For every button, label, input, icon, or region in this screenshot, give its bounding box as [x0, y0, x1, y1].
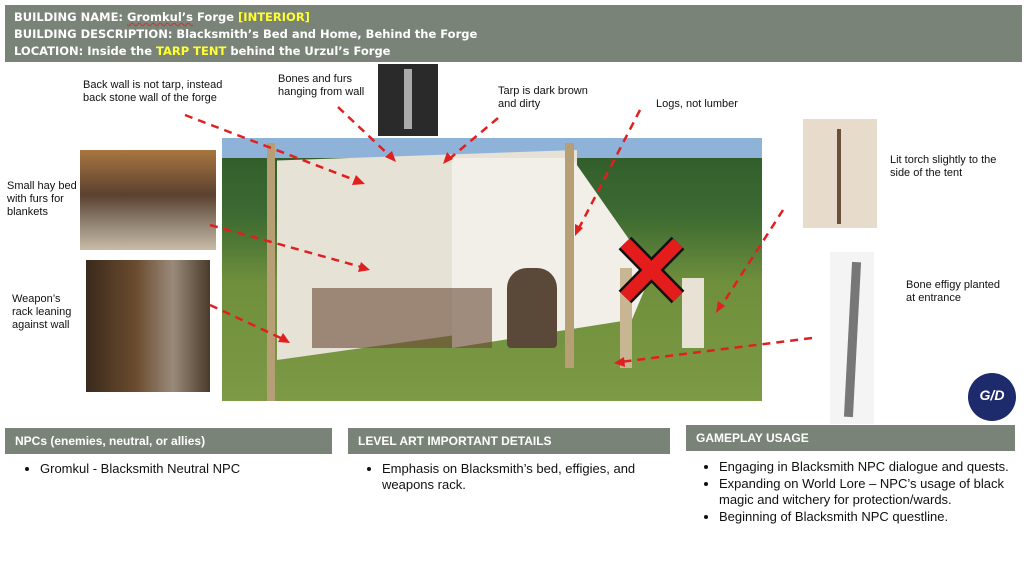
tent-photo [222, 138, 762, 401]
npcs-list: Gromkul - Blacksmith Neutral NPC [18, 461, 350, 478]
bone-effigy-image [830, 252, 874, 424]
list-item: Beginning of Blacksmith NPC questline. [719, 509, 1024, 525]
hay-bed-image [80, 150, 216, 250]
label-bed: Small hay bed with furs for blankets [7, 180, 77, 218]
gd-skills-logo: G/D [968, 373, 1016, 421]
building-description: BUILDING DESCRIPTION: Blacksmith’s Bed a… [14, 27, 478, 41]
label-effigy: Bone effigy planted at entrance [906, 279, 1000, 304]
gameplay-section-header: GAMEPLAY USAGE [686, 425, 1015, 451]
label-back-wall: Back wall is not tarp, instead back ston… [83, 79, 223, 104]
label-bones: Bones and furs hanging from wall [278, 73, 365, 98]
bones-furs-image [378, 64, 438, 136]
label-logs: Logs, not lumber [656, 98, 738, 110]
level-art-list: Emphasis on Blacksmith’s bed, effigies, … [360, 461, 682, 494]
label-rack: Weapon’s rack leaning against wall [12, 293, 72, 331]
npcs-section-header: NPCs (enemies, neutral, or allies) [5, 428, 332, 454]
building-header: BUILDING NAME: Gromkul’s Forge [INTERIOR… [5, 5, 1022, 62]
label-tarp: Tarp is dark brown and dirty [498, 85, 588, 110]
list-item: Gromkul - Blacksmith Neutral NPC [40, 461, 350, 477]
gameplay-list: Engaging in Blacksmith NPC dialogue and … [697, 459, 1024, 526]
list-item: Engaging in Blacksmith NPC dialogue and … [719, 459, 1024, 475]
list-item: Expanding on World Lore – NPC’s usage of… [719, 476, 1024, 508]
label-torch: Lit torch slightly to the side of the te… [890, 154, 997, 179]
list-item: Emphasis on Blacksmith’s bed, effigies, … [382, 461, 682, 493]
building-location: LOCATION: Inside the TARP TENT behind th… [14, 44, 391, 58]
torch-image [803, 119, 877, 228]
weapons-rack-image [86, 260, 210, 392]
building-name: BUILDING NAME: Gromkul’s Forge [INTERIOR… [14, 10, 310, 24]
level-art-section-header: LEVEL ART IMPORTANT DETAILS [348, 428, 670, 454]
